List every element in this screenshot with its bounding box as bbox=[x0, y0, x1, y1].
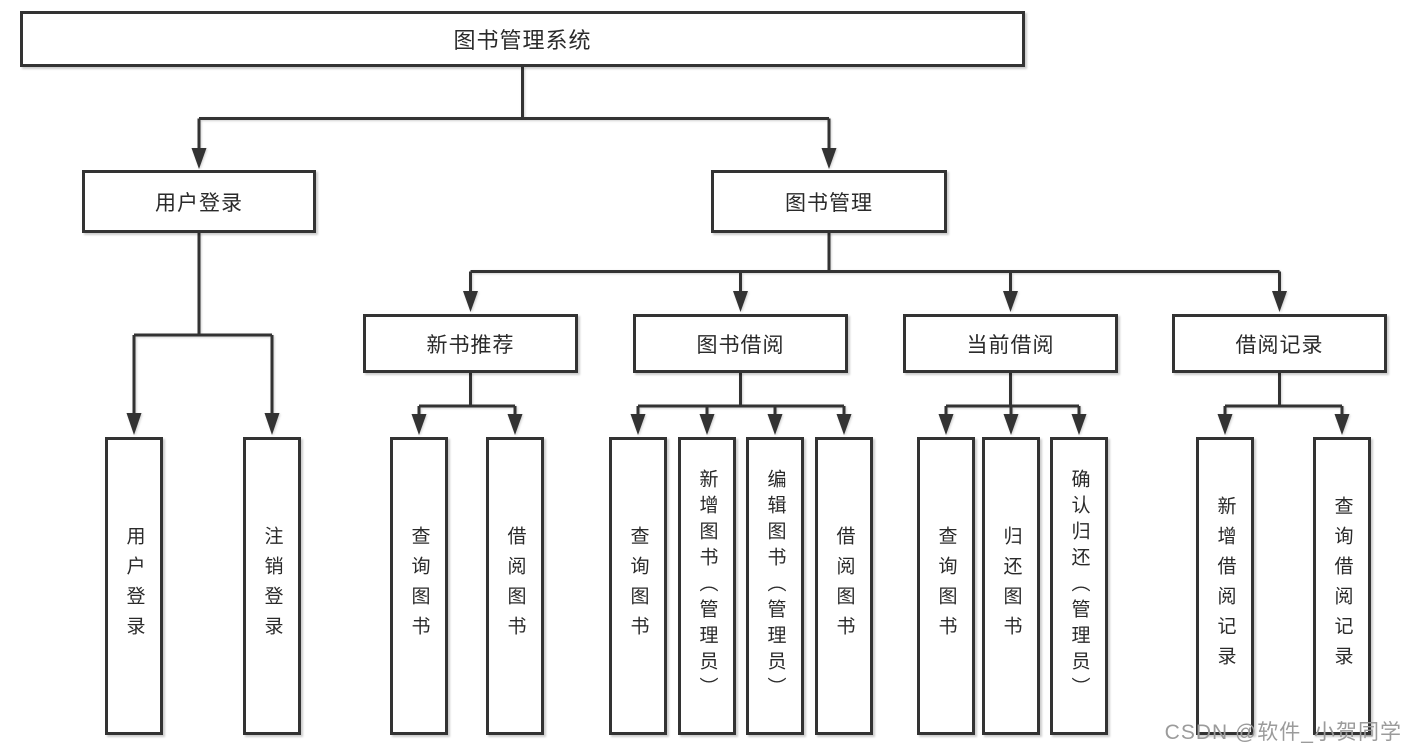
node-label: 图书管理系统 bbox=[453, 28, 592, 53]
leaf-label: 借阅图书 bbox=[833, 526, 855, 646]
node-system-root: 图书管理系统 bbox=[20, 11, 1025, 67]
node-new-book-recommend: 新书推荐 bbox=[363, 314, 578, 373]
node-label: 用户登录 bbox=[155, 191, 243, 215]
leaf-query-books-borrowing: 查询图书 bbox=[609, 437, 667, 735]
leaf-edit-book-admin: 编辑图书（管理员） bbox=[746, 437, 804, 735]
node-book-borrowing: 图书借阅 bbox=[633, 314, 848, 373]
leaf-add-borrow-record: 新增借阅记录 bbox=[1196, 437, 1254, 735]
leaf-borrow-books-borrowing: 借阅图书 bbox=[815, 437, 873, 735]
leaf-label: 编辑图书（管理员） bbox=[764, 469, 786, 703]
leaf-label: 新增借阅记录 bbox=[1214, 496, 1236, 676]
leaf-label: 查询图书 bbox=[935, 526, 957, 646]
leaf-query-books-recommend: 查询图书 bbox=[390, 437, 448, 735]
node-label: 新书推荐 bbox=[426, 333, 515, 357]
leaf-label: 确认归还（管理员） bbox=[1068, 469, 1090, 703]
node-label: 借阅记录 bbox=[1235, 333, 1324, 357]
node-label: 图书借阅 bbox=[696, 333, 785, 357]
node-label: 图书管理 bbox=[785, 191, 873, 215]
leaf-confirm-return-admin: 确认归还（管理员） bbox=[1050, 437, 1108, 735]
node-label: 当前借阅 bbox=[966, 333, 1055, 357]
leaf-label: 借阅图书 bbox=[504, 526, 526, 646]
node-current-borrowing: 当前借阅 bbox=[903, 314, 1118, 373]
node-book-management: 图书管理 bbox=[711, 170, 947, 233]
leaf-label: 归还图书 bbox=[1000, 526, 1022, 646]
watermark: CSDN @软件_小贺同学 bbox=[1164, 721, 1402, 744]
leaf-return-book: 归还图书 bbox=[982, 437, 1040, 735]
node-user-login: 用户登录 bbox=[82, 170, 316, 233]
leaf-query-books-current: 查询图书 bbox=[917, 437, 975, 735]
leaf-user-login: 用户登录 bbox=[105, 437, 163, 735]
leaf-logout: 注销登录 bbox=[243, 437, 301, 735]
leaf-borrow-books-recommend: 借阅图书 bbox=[486, 437, 544, 735]
leaf-label: 查询图书 bbox=[627, 526, 649, 646]
leaf-label: 注销登录 bbox=[261, 526, 283, 646]
node-borrowing-records: 借阅记录 bbox=[1172, 314, 1387, 373]
leaf-label: 新增图书（管理员） bbox=[696, 469, 718, 703]
leaf-label: 查询借阅记录 bbox=[1331, 496, 1353, 676]
leaf-query-borrow-record: 查询借阅记录 bbox=[1313, 437, 1371, 735]
leaf-label: 查询图书 bbox=[408, 526, 430, 646]
leaf-add-book-admin: 新增图书（管理员） bbox=[678, 437, 736, 735]
leaf-label: 用户登录 bbox=[123, 526, 145, 646]
